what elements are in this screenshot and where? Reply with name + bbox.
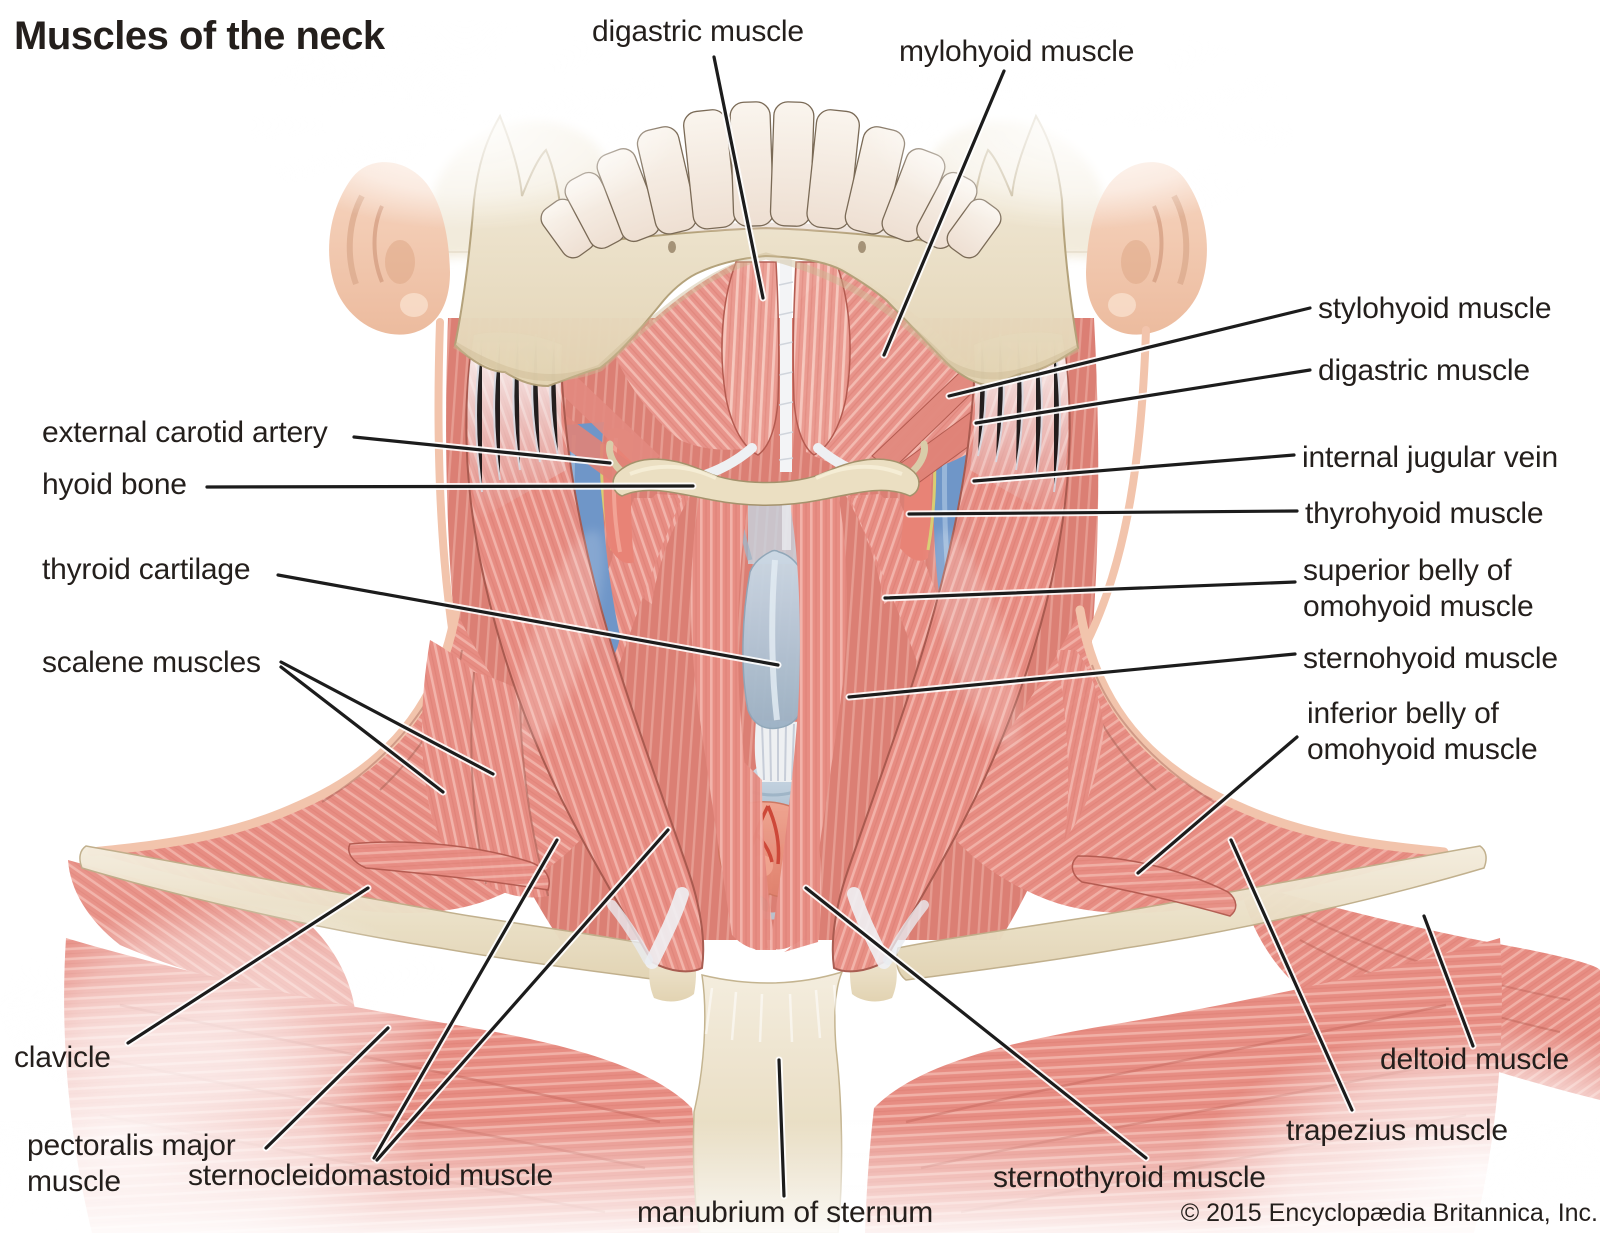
leader-digastric-right <box>974 368 1312 425</box>
label-clavicle: clavicle <box>14 1041 111 1074</box>
leader-stylohyoid <box>947 306 1312 398</box>
leader-digastric-top <box>712 55 765 300</box>
mental-foramen-right <box>858 241 866 253</box>
sternohyoid-left-muscle <box>691 494 768 950</box>
label-manubrium: manubrium of sternum <box>636 1196 934 1229</box>
label-scalene-muscles: scalene muscles <box>42 646 261 679</box>
leader-thyrohyoid <box>907 509 1299 516</box>
leader-manubrium <box>777 1058 786 1198</box>
leader-sternothyroid <box>804 886 1148 1160</box>
leader-scalene-2 <box>279 660 495 776</box>
copyright-notice: © 2015 Encyclopædia Britannica, Inc. <box>1180 1199 1598 1227</box>
neck-skin-edge-right <box>1082 326 1150 648</box>
label-inferior-omohyoid: inferior belly of omohyoid muscle <box>1307 697 1538 766</box>
label-sternocleidomastoid: sternocleidomastoid muscle <box>188 1159 553 1192</box>
leader-external-carotid <box>352 435 612 465</box>
label-internal-jugular-vein: internal jugular vein <box>1302 441 1558 474</box>
leader-pectoralis <box>264 1026 390 1150</box>
leader-mylohyoid <box>882 69 1006 357</box>
thyroid-cartilage <box>742 549 809 730</box>
figure-title: Muscles of the neck <box>14 14 385 58</box>
leader-scm-2 <box>375 828 670 1162</box>
label-stylohyoid: stylohyoid muscle <box>1318 292 1552 325</box>
scalene-muscles-left <box>422 640 549 898</box>
label-hyoid-bone: hyoid bone <box>42 468 187 501</box>
leader-scalene-1 <box>279 665 445 794</box>
leader-hyoid-bone <box>205 484 695 489</box>
leader-trapezius <box>1229 838 1354 1112</box>
fade-overlays <box>0 20 1600 1233</box>
sternocleidomastoid-left-muscle <box>465 331 705 973</box>
label-mylohyoid: mylohyoid muscle <box>899 35 1135 68</box>
label-digastric-right: digastric muscle <box>1318 354 1530 387</box>
label-deltoid: deltoid muscle <box>1380 1043 1569 1076</box>
leader-superior-omohyoid <box>883 580 1297 600</box>
label-digastric-top: digastric muscle <box>592 15 804 48</box>
label-thyroid-cartilage: thyroid cartilage <box>42 553 251 586</box>
label-trapezius: trapezius muscle <box>1286 1114 1508 1147</box>
leader-thyroid-cartilage <box>276 573 780 667</box>
mental-foramen-left <box>668 241 676 253</box>
leader-lines <box>124 53 1477 1200</box>
digastric-anterior-belly-right <box>792 261 851 456</box>
midline-raphe <box>780 260 792 472</box>
leader-clavicle <box>126 886 370 1045</box>
leader-scm-1 <box>372 838 559 1160</box>
omohyoid-inferior-belly-left <box>348 841 550 891</box>
label-pectoralis-major: pectoralis major muscle <box>27 1129 236 1198</box>
digastric-anterior-belly-left <box>721 261 780 456</box>
label-sternohyoid: sternohyoid muscle <box>1303 642 1558 675</box>
label-superior-omohyoid: superior belly of omohyoid muscle <box>1303 554 1534 623</box>
leader-internal-jugular <box>972 453 1296 483</box>
label-sternothyroid: sternothyroid muscle <box>993 1161 1266 1194</box>
leader-sternohyoid <box>847 652 1297 699</box>
hyoid-bone-shape <box>606 440 928 506</box>
omohyoid-inferior-belly-right <box>1071 855 1237 917</box>
leader-inferior-omohyoid <box>1136 735 1299 875</box>
sternohyoid-right-muscle <box>770 494 847 950</box>
label-thyrohyoid: thyrohyoid muscle <box>1305 497 1544 530</box>
scalene-muscles-right <box>1056 650 1104 840</box>
label-external-carotid-artery: external carotid artery <box>42 416 328 449</box>
leader-deltoid <box>1422 914 1475 1048</box>
